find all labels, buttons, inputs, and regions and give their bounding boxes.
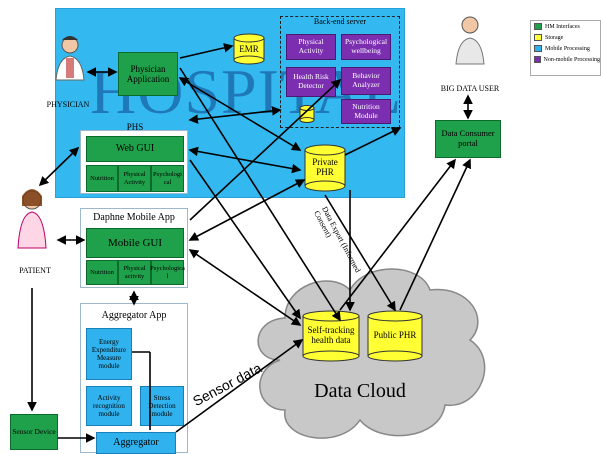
patient-icon [17, 189, 47, 249]
physical-activity-module: Physical Activity [286, 34, 336, 60]
stress-detection-module: Stress Detection module [140, 386, 184, 426]
behavior-analyzer-module: Behavior Analyzer [341, 67, 391, 95]
phs-physical-activity-cell: Physical Activity [118, 165, 151, 192]
mobile-gui: Mobile GUI [86, 228, 184, 258]
physician-label: PHYSICIAN [46, 100, 90, 109]
emr-cylinder [233, 33, 265, 65]
mobile-app-title: Daphne Mobile App [93, 212, 175, 223]
legend-item: Storage [531, 32, 600, 43]
mobile-psychological-cell: Psychologica l [150, 260, 185, 285]
data-consumer-portal: Data Consumer portal [435, 120, 501, 158]
connector-arrows [27, 43, 473, 443]
legend-item: HM Interfaces [531, 21, 600, 32]
nutrition-module: Nutrition Module [341, 99, 391, 124]
self-tracking-cylinder [302, 310, 360, 362]
activity-recognition-module: Activity recognition module [86, 386, 132, 426]
sensor-device: Sensor Device [10, 414, 58, 450]
data-cloud-title: Data Cloud [314, 380, 406, 402]
emr-label: EMR [239, 44, 259, 54]
legend-item: Non-mobile Processing [531, 54, 600, 65]
legend-swatch [534, 23, 542, 30]
mobile-nutrition-cell: Nutrition [86, 260, 118, 285]
legend-label: Storage [545, 34, 564, 41]
phs-psychological-cell: Psychologi cal [151, 165, 184, 192]
psychological-wellbeing-module: Psychological wellbeing [341, 34, 391, 60]
legend-swatch [534, 34, 542, 41]
phs-title: PHS [126, 122, 144, 132]
public-phr-cylinder [367, 310, 423, 362]
legend-label: Mobile Processing [545, 45, 590, 52]
phs-nutrition-cell: Nutrition [86, 165, 118, 192]
legend-swatch [534, 45, 542, 52]
mobile-physical-activity-cell: Physical activity [118, 260, 151, 285]
private-phr-label: Private PHR [312, 157, 338, 177]
patient-label: PATIENT [19, 266, 51, 275]
small-storage-cylinder [299, 105, 315, 123]
public-phr-label: Public PHR [373, 330, 417, 340]
physician-icon [55, 36, 85, 81]
backend-server-title: Back-end server [313, 17, 367, 26]
physician-application: Physician Application [118, 52, 178, 96]
big-data-user-icon [455, 16, 485, 65]
big-data-user-label: BIG DATA USER [440, 84, 500, 93]
legend-swatch [534, 56, 541, 63]
legend-label: Non-mobile Processing [543, 56, 601, 63]
web-gui: Web GUI [86, 136, 184, 162]
legend: HM Interfaces Storage Mobile Processing … [530, 20, 601, 76]
legend-item: Mobile Processing [531, 43, 600, 54]
energy-expenditure-module: Energy Expenditure Measure module [86, 328, 132, 380]
self-tracking-label: Self-tracking health data [307, 325, 355, 345]
legend-label: HM Interfaces [545, 23, 580, 30]
backend-server-box [280, 16, 400, 128]
aggregator-app-title: Aggregator App [101, 310, 167, 321]
private-phr-cylinder [304, 144, 346, 192]
